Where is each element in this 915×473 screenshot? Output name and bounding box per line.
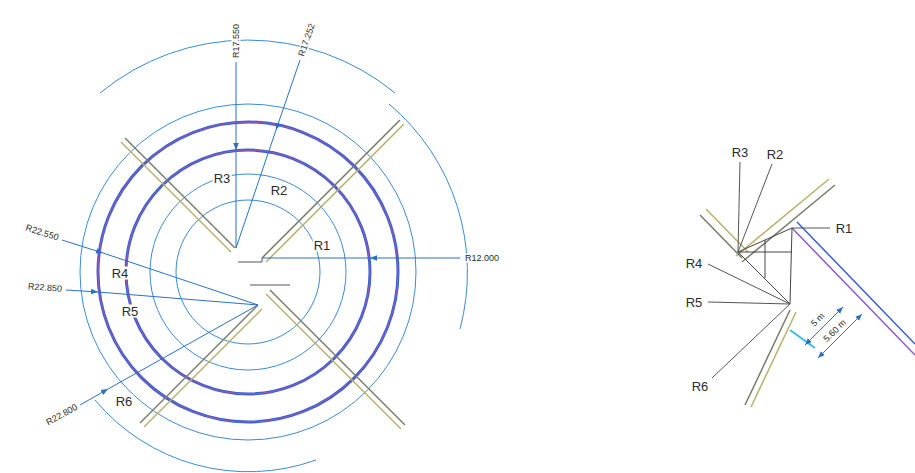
wall-line [270,290,405,425]
dimension-label: R22.850 [27,282,64,294]
wall-line [266,294,401,429]
leader-line [236,62,237,150]
leader-line [98,292,258,305]
radius-label: R4 [685,257,704,270]
detail-frame [738,228,792,304]
leader-line [66,290,98,292]
radius-label: R2 [766,148,785,161]
leader-line [262,258,370,259]
leader-line [738,164,772,252]
radius-label: R5 [121,305,140,318]
wall-line [266,124,404,262]
wall-line [700,215,742,258]
leader-line [708,302,790,304]
wall-line [792,228,915,355]
wall-line [144,309,262,427]
leader-line [80,389,108,405]
leader-line [712,304,790,378]
leader-line [276,60,300,130]
wall-line [745,310,790,405]
wall-line [262,120,400,258]
outer-arc [389,104,467,329]
wall-step [238,258,262,262]
dimension-label: R17.550 [232,23,241,59]
detail-view [700,179,915,407]
wall-line [140,305,258,423]
walls [121,120,405,429]
dimension-label: 5 m [809,311,827,329]
dimension-line [818,314,862,358]
leader-line [108,305,258,389]
leader-line [103,253,258,305]
wall-line [125,138,235,248]
dimension-label: R22.800 [44,402,80,427]
dimension-label: R22.550 [23,223,60,243]
leader-line [792,228,830,229]
leader-line [708,264,790,304]
circle [80,104,416,440]
leader-line [62,240,103,253]
radius-circles [80,40,467,472]
radius-label: R2 [270,184,289,197]
radius-label: R4 [111,267,130,280]
radius-label: R6 [115,395,134,408]
wall-line [742,185,835,262]
leader-line [738,162,740,252]
radius-label: R3 [731,146,750,159]
wall-line [121,142,231,252]
leader-line [370,258,460,259]
outer-arc [100,40,395,93]
detail-leaders [708,162,830,378]
radius-leaders [62,60,460,405]
wall-line [751,312,796,407]
dimension-label: R12.000 [464,254,500,263]
wall-step [250,285,290,286]
radius-label: R5 [685,296,704,309]
radius-label: R6 [691,380,710,393]
detail-frame [738,240,792,278]
outer-arc [95,400,316,472]
radius-label: R3 [213,172,232,185]
wall-line [706,209,748,252]
wall-line [736,179,829,256]
radius-label: R1 [313,239,332,252]
dimension-label: R17.252 [297,22,317,59]
wall-line [797,222,915,344]
leader-line [236,150,237,248]
radius-label: R1 [835,222,854,235]
